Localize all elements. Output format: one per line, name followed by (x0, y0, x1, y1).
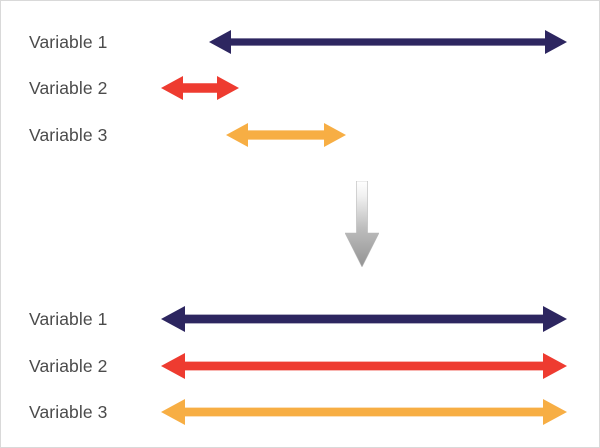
double-headed-arrow-icon (161, 71, 239, 105)
double-headed-arrow-icon (209, 25, 567, 59)
variable-label: Variable 3 (29, 402, 108, 422)
variable-row: Variable 2 (1, 349, 599, 383)
variable-label: Variable 1 (29, 32, 108, 52)
double-headed-arrow-icon (161, 395, 567, 429)
variable-label: Variable 1 (29, 309, 108, 329)
variable-row: Variable 3 (1, 395, 599, 429)
variable-row: Variable 1 (1, 25, 599, 59)
double-headed-arrow-icon (161, 349, 567, 383)
variable-label: Variable 3 (29, 125, 108, 145)
double-headed-arrow-icon (226, 118, 346, 152)
variable-label: Variable 2 (29, 78, 108, 98)
variable-row: Variable 1 (1, 302, 599, 336)
double-headed-arrow-icon (161, 302, 567, 336)
variable-row: Variable 2 (1, 71, 599, 105)
variable-row: Variable 3 (1, 118, 599, 152)
variable-label: Variable 2 (29, 356, 108, 376)
downward-transform-arrow-icon (345, 181, 379, 267)
